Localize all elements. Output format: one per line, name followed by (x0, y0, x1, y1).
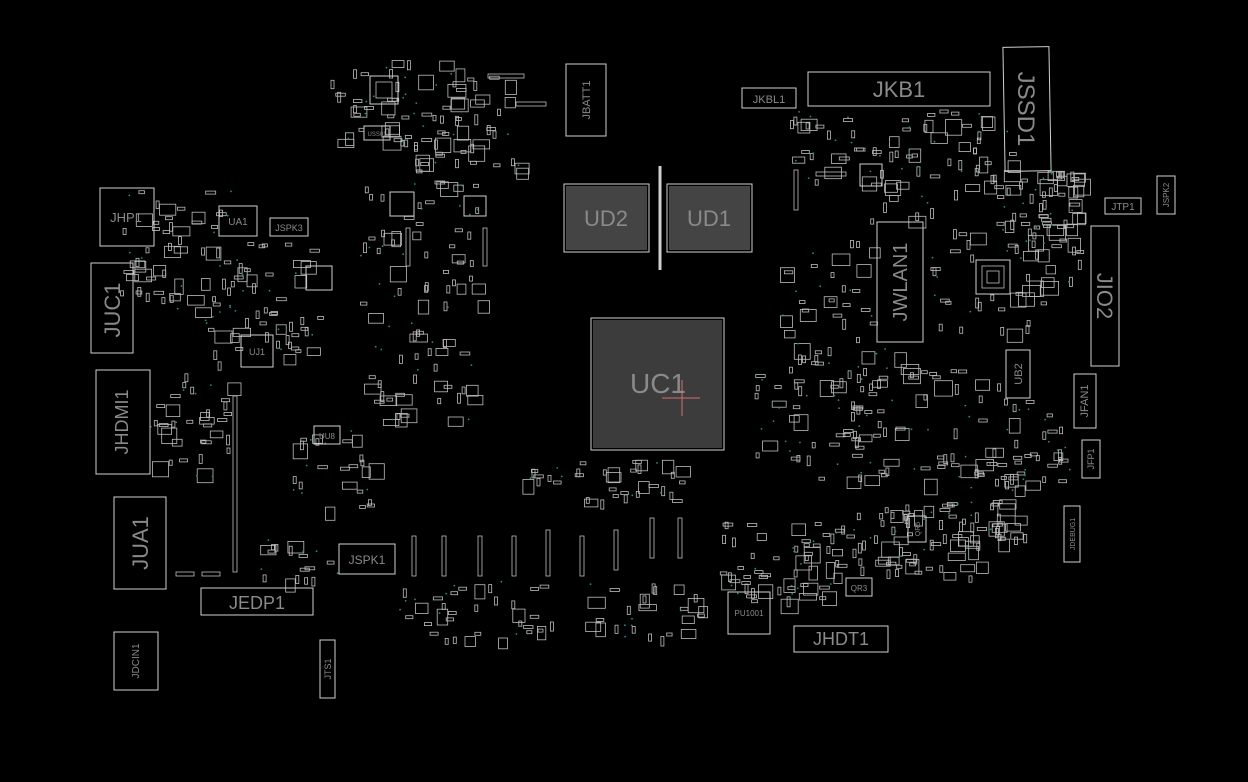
jspk2-label: JSPK2 (1162, 182, 1171, 207)
jssd1-label: JSSD1 (1012, 72, 1039, 147)
uc1-chip: UC1 (590, 317, 725, 451)
uss01-label: USS01 (367, 132, 387, 138)
component-pads (120, 60, 1091, 650)
long-parts (175, 73, 847, 577)
jts1-label: JTS1 (323, 658, 333, 679)
via-dots (128, 66, 1073, 638)
jhdt1-label: JHDT1 (813, 629, 869, 649)
jfp1-label: JFP1 (1086, 448, 1096, 469)
qr3-label: QR3 (851, 584, 868, 593)
uss01-chip: USS01 (363, 125, 391, 141)
jua1-label: JUA1 (128, 516, 153, 570)
jts1-connector: JTS1 (319, 639, 336, 699)
jhdmi1-label: JHDMI1 (112, 389, 132, 454)
jspk3-connector: JSPK3 (269, 217, 309, 237)
jhdt1-connector: JHDT1 (793, 625, 889, 653)
jfan1-label: JFAN1 (1079, 384, 1091, 417)
qr5-label: QR5 (915, 522, 922, 537)
ua1-chip: UA1 (218, 205, 258, 237)
jwlan1-label: JWLAN1 (890, 243, 912, 322)
qr5-chip: QR5 (907, 515, 927, 543)
pu1001-label: PU1001 (735, 609, 764, 618)
uj1-label: UJ1 (249, 347, 265, 357)
jkb1-connector: JKB1 (807, 71, 991, 107)
jdebug1-connector: JDEBUG1 (1063, 505, 1081, 563)
ub2-label: UB2 (1013, 363, 1025, 384)
jhdmi1-connector: JHDMI1 (95, 369, 151, 475)
ud1-label: UD1 (687, 206, 731, 231)
jua1-connector: JUA1 (113, 496, 167, 590)
juc1-connector: JUC1 (90, 262, 134, 354)
juc1-label: JUC1 (100, 282, 125, 337)
jhp1-connector: JHP1 (99, 187, 155, 247)
jspk1-connector: JSPK1 (338, 543, 396, 575)
jio2-label: JIO2 (1092, 273, 1117, 319)
jfp1-connector: JFP1 (1081, 439, 1101, 479)
qr3-chip: QR3 (845, 577, 873, 597)
jdcin1-label: JDCIN1 (131, 643, 142, 678)
jkbl1-connector: JKBL1 (741, 87, 797, 109)
uu8-label: UU8 (319, 432, 336, 441)
ub2-chip: UB2 (1005, 349, 1031, 399)
jkb1-label: JKB1 (873, 77, 926, 102)
jspk1-label: JSPK1 (349, 553, 386, 567)
jspk2-connector: JSPK2 (1156, 175, 1176, 215)
jssd1-connector: JSSD1 (1002, 46, 1052, 172)
jwlan1-connector: JWLAN1 (876, 221, 924, 343)
jedp1-connector: JEDP1 (200, 587, 314, 616)
ic-package (305, 75, 1011, 295)
jdebug1-label: JDEBUG1 (1070, 518, 1077, 550)
jkbl1-label: JKBL1 (753, 94, 785, 106)
jbatt1-label: JBATT1 (581, 81, 593, 120)
jbatt1-connector: JBATT1 (565, 63, 607, 137)
jio2-connector: JIO2 (1090, 225, 1120, 367)
ud2-chip: UD2 (563, 183, 650, 253)
jedp1-label: JEDP1 (229, 593, 285, 613)
uu8-chip: UU8 (313, 425, 341, 445)
jdcin1-connector: JDCIN1 (113, 631, 159, 691)
ud1-chip: UD1 (666, 183, 753, 253)
jtp1-connector: JTP1 (1104, 197, 1142, 215)
ua1-label: UA1 (228, 217, 248, 228)
jhp1-label: JHP1 (110, 210, 142, 225)
jfan1-connector: JFAN1 (1073, 373, 1097, 429)
jspk3-label: JSPK3 (275, 223, 303, 233)
pu1001-chip: PU1001 (727, 591, 771, 635)
ud2-label: UD2 (584, 206, 628, 231)
uj1-chip: UJ1 (240, 334, 274, 368)
jtp1-label: JTP1 (1111, 202, 1135, 213)
uc1-label: UC1 (630, 368, 686, 399)
